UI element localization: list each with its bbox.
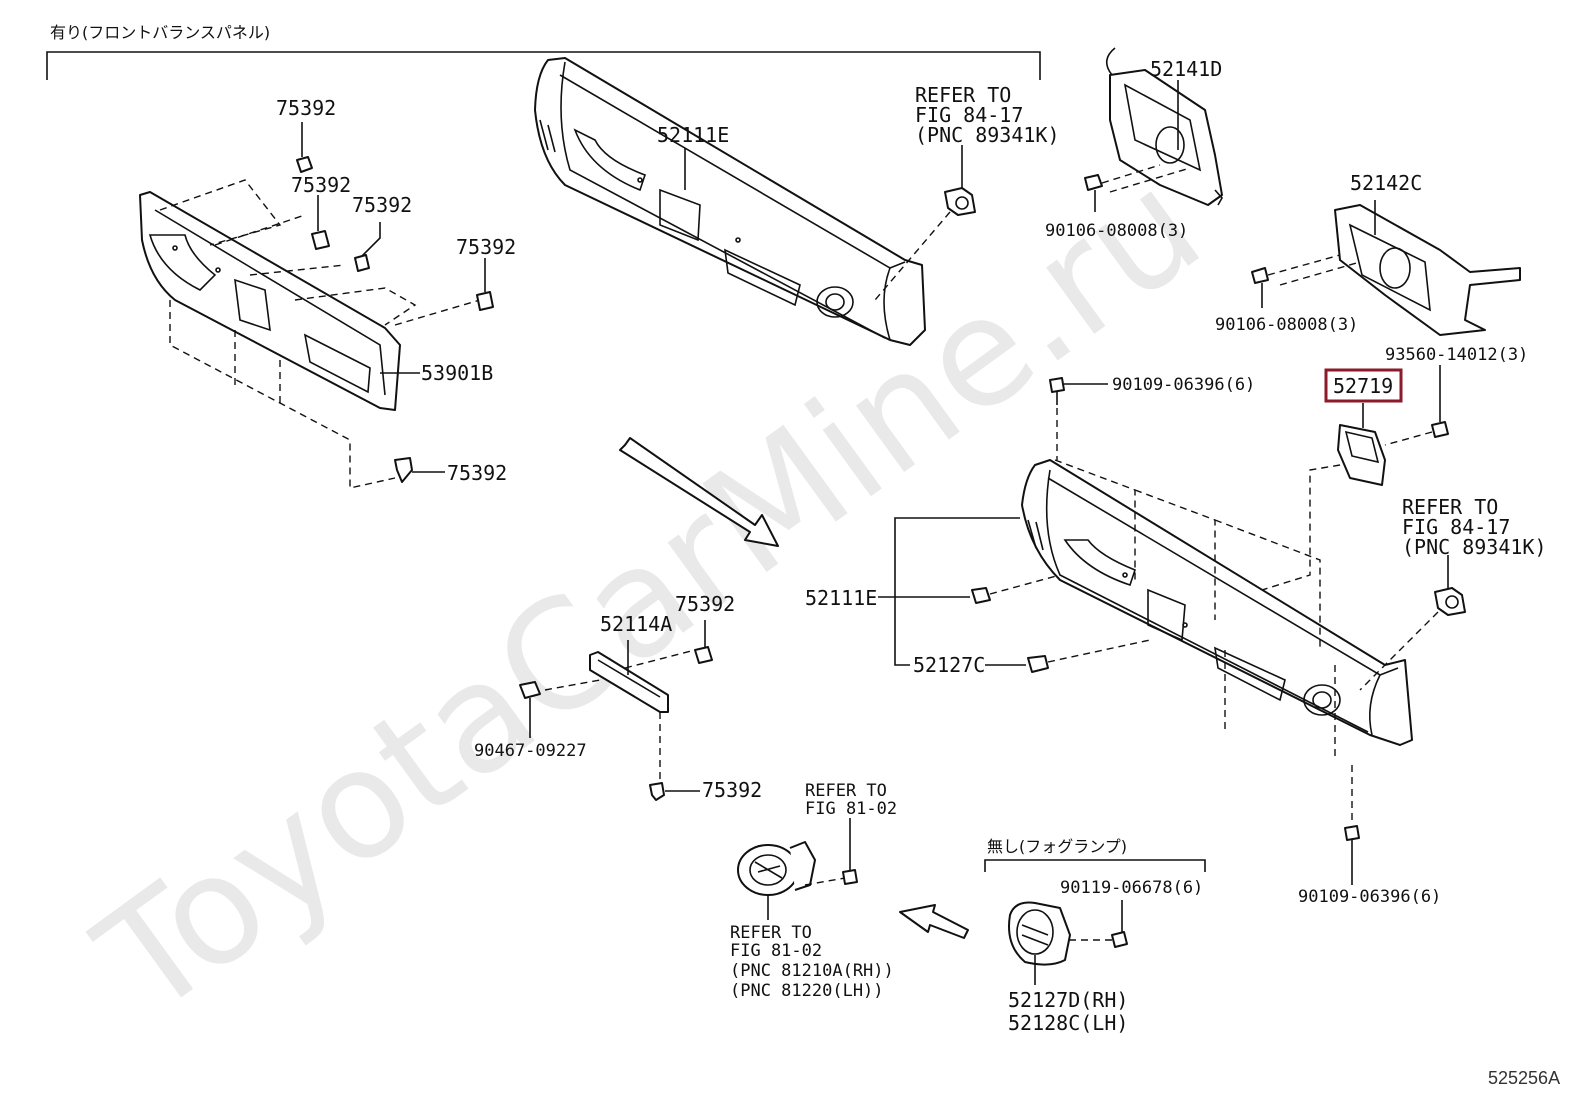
label-52114A: 52114A [600,612,672,636]
label-75392-f: 75392 [675,592,735,616]
group-bracket-without-fog: 無し(フォグランプ) [984,837,1206,872]
label-90467: 90467-09227 [474,741,587,761]
diagram-code: 525256A [1488,1068,1560,1088]
bolt-90106-a: 90106-08008(3) [1045,164,1191,241]
label-52719: 52719 [1333,374,1393,398]
clip-75392-c: 75392 [352,193,412,272]
fog-cover-52127D-52128C: 90119-06678(6) 52127D(RH) 52128C(LH) [1008,878,1203,1035]
plate-52719: 52719 [1229,368,1403,601]
bolt-90106-b: 90106-08008(3) [1215,254,1361,335]
front-bumper-cover-52111E-bottom [1021,459,1413,760]
direction-arrow-fog [899,904,969,939]
front-balance-panel-53901B [139,179,481,489]
label-52127D: 52127D(RH) [1008,988,1128,1012]
bolt-90109-bottom: 90109-06396(6) [1298,765,1441,907]
refer-fog-line1: REFER TO [730,923,812,943]
license-bracket-52114A: 52114A [544,612,696,785]
clip-75392-f: 75392 [675,592,735,664]
bracket-52142C: 52142C [1334,171,1521,336]
sensor-89341K-top: REFER TO FIG 84-17 (PNC 89341K) [874,83,1060,301]
label-75392-e: 75392 [447,461,507,485]
refer-fog-line4: (PNC 81220(LH)) [730,981,884,1001]
refer-fog-line3: (PNC 81210A(RH)) [730,961,894,981]
label-75392-b: 75392 [291,173,351,197]
label-52127C: 52127C [913,653,985,677]
clip-75392-g: 75392 [649,778,762,802]
label-90119: 90119-06678(6) [1060,878,1203,898]
clip-75392-e: 75392 [394,457,507,485]
leader-53901B: 53901B [380,361,493,385]
clip-75392-a: 75392 [276,96,336,173]
group-label-without-fog: 無し(フォグランプ) [987,837,1127,856]
sensor-89341K-right: REFER TO FIG 84-17 (PNC 89341K) [1359,495,1547,691]
bolt-90109-top: 90109-06396(6) [1049,375,1255,460]
bolt-93560: 93560-14012(3) [1384,345,1528,446]
clip-75392-d: 75392 [456,235,516,311]
highlight-52719 [1324,368,1403,403]
label-90109-top: 90109-06396(6) [1112,375,1255,395]
label-75392-d: 75392 [456,235,516,259]
refer-top-line3: (PNC 89341K) [915,123,1060,147]
refer-right-line1: REFER TO [1402,495,1498,519]
label-52142C: 52142C [1350,171,1422,195]
label-53901B: 53901B [421,361,493,385]
refer-top-line1: REFER TO [915,83,1011,107]
group-label-with-panel: 有り(フロントバランスパネル) [50,23,270,42]
refer-fog-top-line1: REFER TO [805,781,887,801]
group-bracket-with-panel: 有り(フロントバランスパネル) [46,23,1041,80]
label-93560: 93560-14012(3) [1385,345,1528,365]
refer-right-line2: FIG 84-17 [1402,515,1510,539]
label-52141D: 52141D [1150,57,1222,81]
label-90106-b: 90106-08008(3) [1215,315,1358,335]
refer-fog-top-line2: FIG 81-02 [805,799,897,819]
refer-top-line2: FIG 84-17 [915,103,1023,127]
direction-arrow-center [619,437,779,547]
screw-90467: 90467-09227 [474,681,587,761]
label-90106-a: 90106-08008(3) [1045,221,1188,241]
label-75392-c: 75392 [352,193,412,217]
label-75392-a: 75392 [276,96,336,120]
fog-lamp-assembly: REFER TO FIG 81-02 REFER TO FIG 81-02 (P… [730,781,897,1001]
label-52128C: 52128C(LH) [1008,1011,1128,1035]
refer-fog-line2: FIG 81-02 [730,941,822,961]
clip-75392-b: 75392 [291,173,351,250]
label-75392-g: 75392 [702,778,762,802]
label-90109-bottom: 90109-06396(6) [1298,887,1441,907]
refer-right-line3: (PNC 89341K) [1402,535,1547,559]
label-52111E-top: 52111E [657,123,729,147]
callout-52111E-52127C: 52111E 52127C [805,517,1151,677]
label-52111E-bottom: 52111E [805,586,877,610]
front-bumper-cover-52111E-top: 52111E [534,57,926,346]
